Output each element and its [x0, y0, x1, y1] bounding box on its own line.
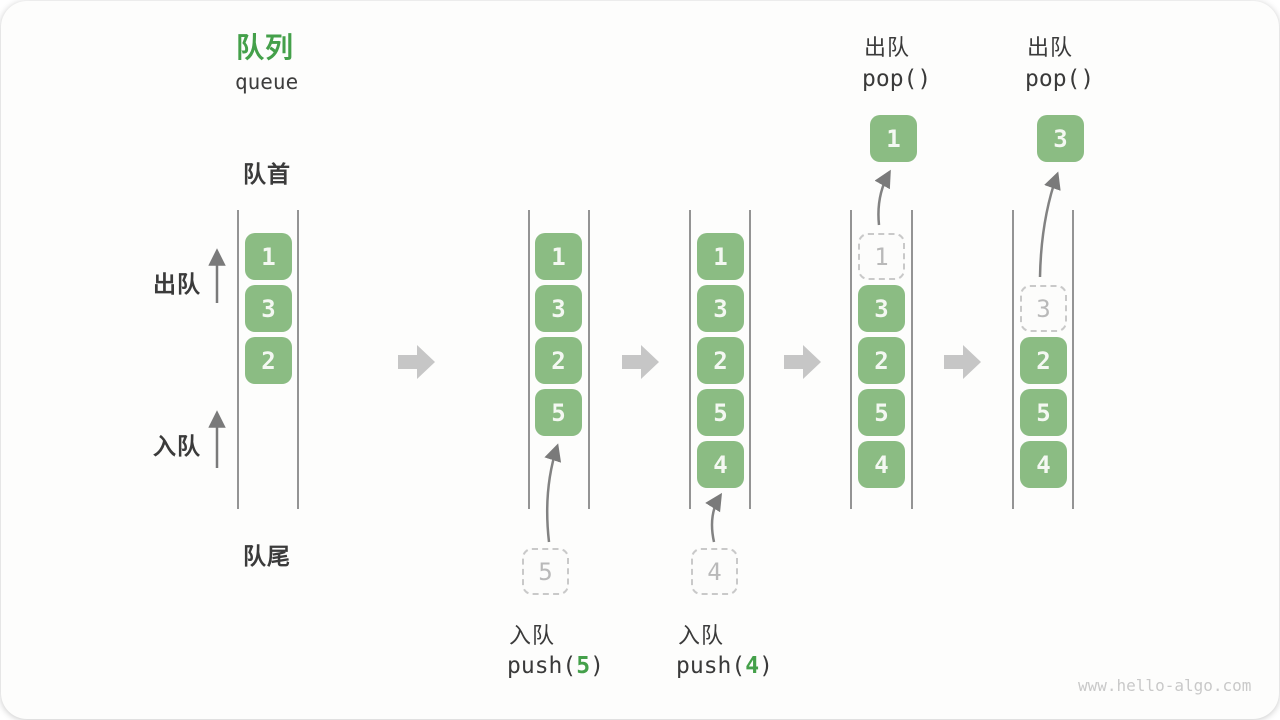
- queue-item: 4: [858, 441, 905, 488]
- code-fn: pop(): [862, 66, 932, 92]
- queue-item: 1: [245, 233, 292, 280]
- code-arg: 5: [576, 653, 591, 679]
- queue-item: 2: [535, 337, 582, 384]
- page-subtitle: queue: [235, 70, 299, 94]
- ghost-item: 1: [858, 233, 905, 280]
- staged-item: 5: [522, 548, 569, 595]
- push4-arrow-icon: [705, 492, 723, 543]
- dequeue-op-label: 出队: [1027, 35, 1074, 60]
- dequeue-op-label: 出队: [864, 35, 911, 60]
- block-arrow-icon: [622, 345, 659, 379]
- queue-item: 1: [535, 233, 582, 280]
- queue-item: 3: [535, 285, 582, 332]
- queue-item: 2: [697, 337, 744, 384]
- code-close: ): [590, 653, 604, 679]
- block-arrow-icon: [784, 345, 821, 379]
- queue-item: 5: [1020, 389, 1067, 436]
- queue-item: 5: [535, 389, 582, 436]
- pop3-arrow-icon: [1038, 171, 1061, 278]
- queue-item: 1: [697, 233, 744, 280]
- push5-code-label: push(5): [507, 653, 604, 679]
- block-arrow-icon: [398, 345, 435, 379]
- code-fn: push(: [507, 653, 577, 679]
- code-arg: 4: [745, 653, 760, 679]
- queue-item: 4: [1020, 441, 1067, 488]
- block-arrow-icon: [944, 345, 981, 379]
- queue-item: 2: [1020, 337, 1067, 384]
- dequeue-label: 出队: [153, 271, 201, 297]
- pop1-arrow-icon: [874, 169, 891, 226]
- enqueue-label: 入队: [153, 433, 201, 459]
- code-fn: pop(): [1025, 66, 1095, 92]
- enqueue-op-label: 入队: [678, 623, 725, 648]
- code-fn: push(: [676, 653, 746, 679]
- pop3-code-label: pop(): [1025, 66, 1094, 92]
- enqueue-op-label: 入队: [509, 623, 556, 648]
- popped-item: 1: [870, 115, 917, 162]
- popped-item: 3: [1037, 115, 1084, 162]
- staged-item: 4: [691, 548, 738, 595]
- queue-item: 2: [858, 337, 905, 384]
- state-transition-arrows: [398, 345, 981, 379]
- queue-walls: [237, 210, 1074, 509]
- front-label: 队首: [243, 161, 291, 187]
- code-close: ): [759, 653, 773, 679]
- ghost-item: 3: [1020, 285, 1067, 332]
- push4-code-label: push(4): [676, 653, 773, 679]
- queue-item: 5: [697, 389, 744, 436]
- pop1-code-label: pop(): [862, 66, 931, 92]
- queue-item: 2: [245, 337, 292, 384]
- queue-item: 4: [697, 441, 744, 488]
- queue-item: 3: [245, 285, 292, 332]
- page-title: 队列: [236, 32, 295, 63]
- push5-arrow-icon: [544, 443, 562, 543]
- queue-item: 3: [858, 285, 905, 332]
- queue-item: 3: [697, 285, 744, 332]
- queue-item: 5: [858, 389, 905, 436]
- rear-label: 队尾: [243, 543, 291, 569]
- watermark: www.hello-algo.com: [1078, 676, 1252, 695]
